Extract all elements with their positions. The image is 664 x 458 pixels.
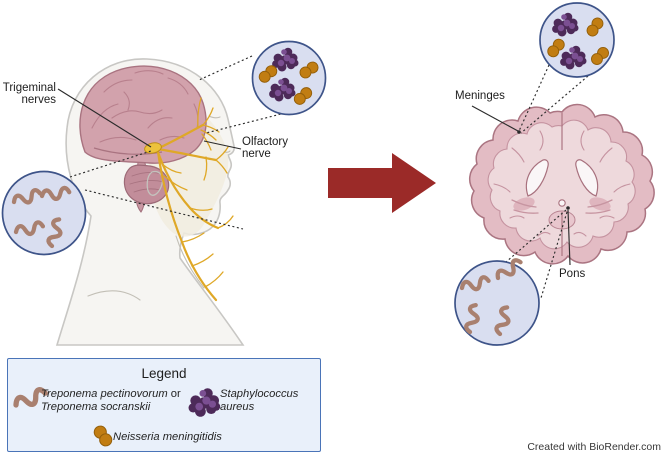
legend-box: Legend Treponema pectinovorum or Trepone… bbox=[7, 358, 321, 452]
biorender-credit: Created with BioRender.com bbox=[527, 441, 661, 453]
trigeminal-nerves-label: Trigeminal nerves bbox=[2, 82, 56, 106]
label-leaders-right bbox=[471, 105, 571, 266]
neisseria-icon bbox=[91, 423, 115, 449]
inset-cocci-circle-right bbox=[539, 2, 615, 78]
neck-line bbox=[175, 235, 205, 289]
head-profile-illustration bbox=[55, 58, 245, 346]
staphylococcus-icon bbox=[188, 388, 221, 417]
pons-label: Pons bbox=[559, 268, 586, 280]
label-leaders-left bbox=[57, 88, 242, 150]
white-matter bbox=[487, 119, 636, 250]
lateral-ventricle-left bbox=[525, 159, 549, 197]
zoom-cone-lines-right bbox=[505, 64, 589, 299]
inset-cocci-circle-left bbox=[251, 40, 327, 116]
facial-nerves bbox=[155, 97, 234, 302]
lateral-ventricle-right bbox=[575, 159, 599, 197]
olfactory-nerve-label: Olfactory nerve bbox=[242, 136, 289, 160]
sulci-lines bbox=[493, 130, 631, 237]
zoom-cone-lines-left bbox=[69, 55, 286, 230]
legend-item-treponema: Treponema pectinovorum or Treponema socr… bbox=[41, 388, 181, 413]
legend-item-neisseria: Neisseria meningitidis bbox=[113, 431, 222, 443]
inset-spirochetes-circle-right bbox=[454, 258, 540, 346]
third-ventricle bbox=[558, 199, 566, 207]
legend-title: Legend bbox=[141, 366, 187, 381]
coronal-brain-section bbox=[468, 103, 655, 265]
meninges-label: Meninges bbox=[455, 90, 505, 102]
inset-spirochetes-circle-left bbox=[1, 170, 87, 256]
transition-arrow bbox=[328, 153, 436, 213]
basal-ganglia bbox=[511, 197, 613, 214]
eye-line bbox=[208, 115, 221, 119]
legend-item-staphylococcus: Staphylococcus aureus bbox=[220, 388, 299, 413]
collarbone-line bbox=[87, 290, 141, 301]
